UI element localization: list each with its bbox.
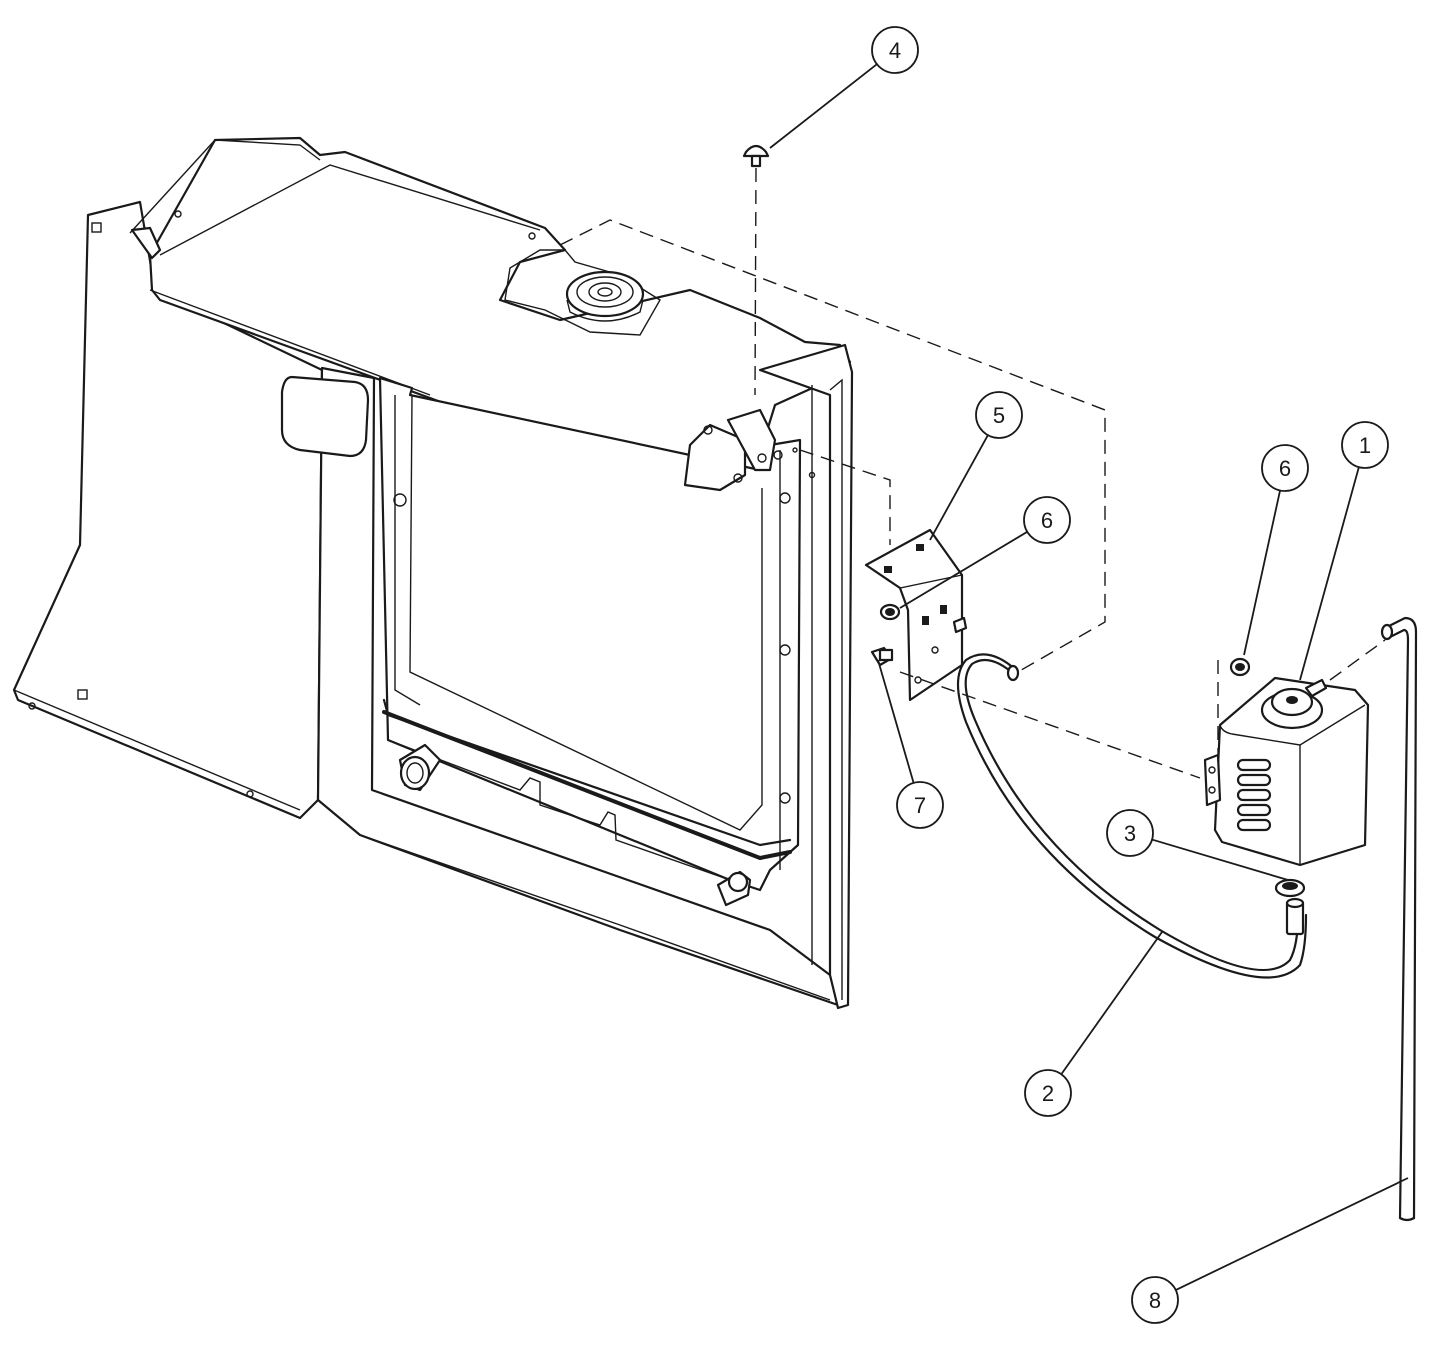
callout-leader [1151,838,1289,881]
callout-number: 3 [1124,821,1136,846]
callout-circle [1023,496,1071,544]
callouts: 4 5 6 6 1 7 3 2 8 [769,26,1409,1324]
callout-4: 4 [769,26,919,149]
callout-leader [1175,1177,1409,1291]
callout-number: 2 [1042,1081,1054,1106]
bracket-part-5 [864,528,964,702]
callout-number: 7 [914,793,926,818]
bolt-part-7 [870,646,894,667]
callout-circle [975,391,1023,439]
callout-leader [929,434,989,541]
callout-5: 5 [929,391,1023,541]
callout-number: 4 [889,38,901,63]
nut-part-6-tank [1229,657,1251,677]
callout-leader [899,531,1028,609]
callout-circle [896,781,944,829]
clamp-part-3 [1274,878,1306,898]
callout-7: 7 [877,659,944,829]
callout-2: 2 [1024,931,1163,1117]
tank-part-1 [1203,676,1370,867]
callout-leader [769,63,878,149]
callout-number: 5 [993,403,1005,428]
hose-part-2 [956,653,1308,979]
callout-6: 6 [899,496,1071,609]
callout-3: 3 [1106,809,1289,881]
callout-circle [1106,809,1154,857]
callout-number: 8 [1149,1288,1161,1313]
nut-part-6-bracket [879,603,901,621]
callout-leader [1299,466,1360,681]
callout-6: 6 [1243,444,1309,656]
callout-circle [1131,1276,1179,1324]
callout-number: 1 [1359,433,1371,458]
callout-circle [871,26,919,74]
callout-leader [1243,490,1281,656]
callout-leader [877,659,915,784]
callout-circle [1261,444,1309,492]
callout-1: 1 [1299,421,1389,681]
radiator-shroud-assembly [12,136,854,1010]
callout-leader [1060,931,1163,1075]
callout-circle [1024,1069,1072,1117]
bolt-part-4 [742,144,770,168]
tube-part-8 [1380,616,1418,1222]
callout-8: 8 [1131,1177,1409,1324]
callout-number: 6 [1041,508,1053,533]
assembly-lines [559,167,1386,779]
callout-number: 6 [1279,456,1291,481]
callout-circle [1341,421,1389,469]
